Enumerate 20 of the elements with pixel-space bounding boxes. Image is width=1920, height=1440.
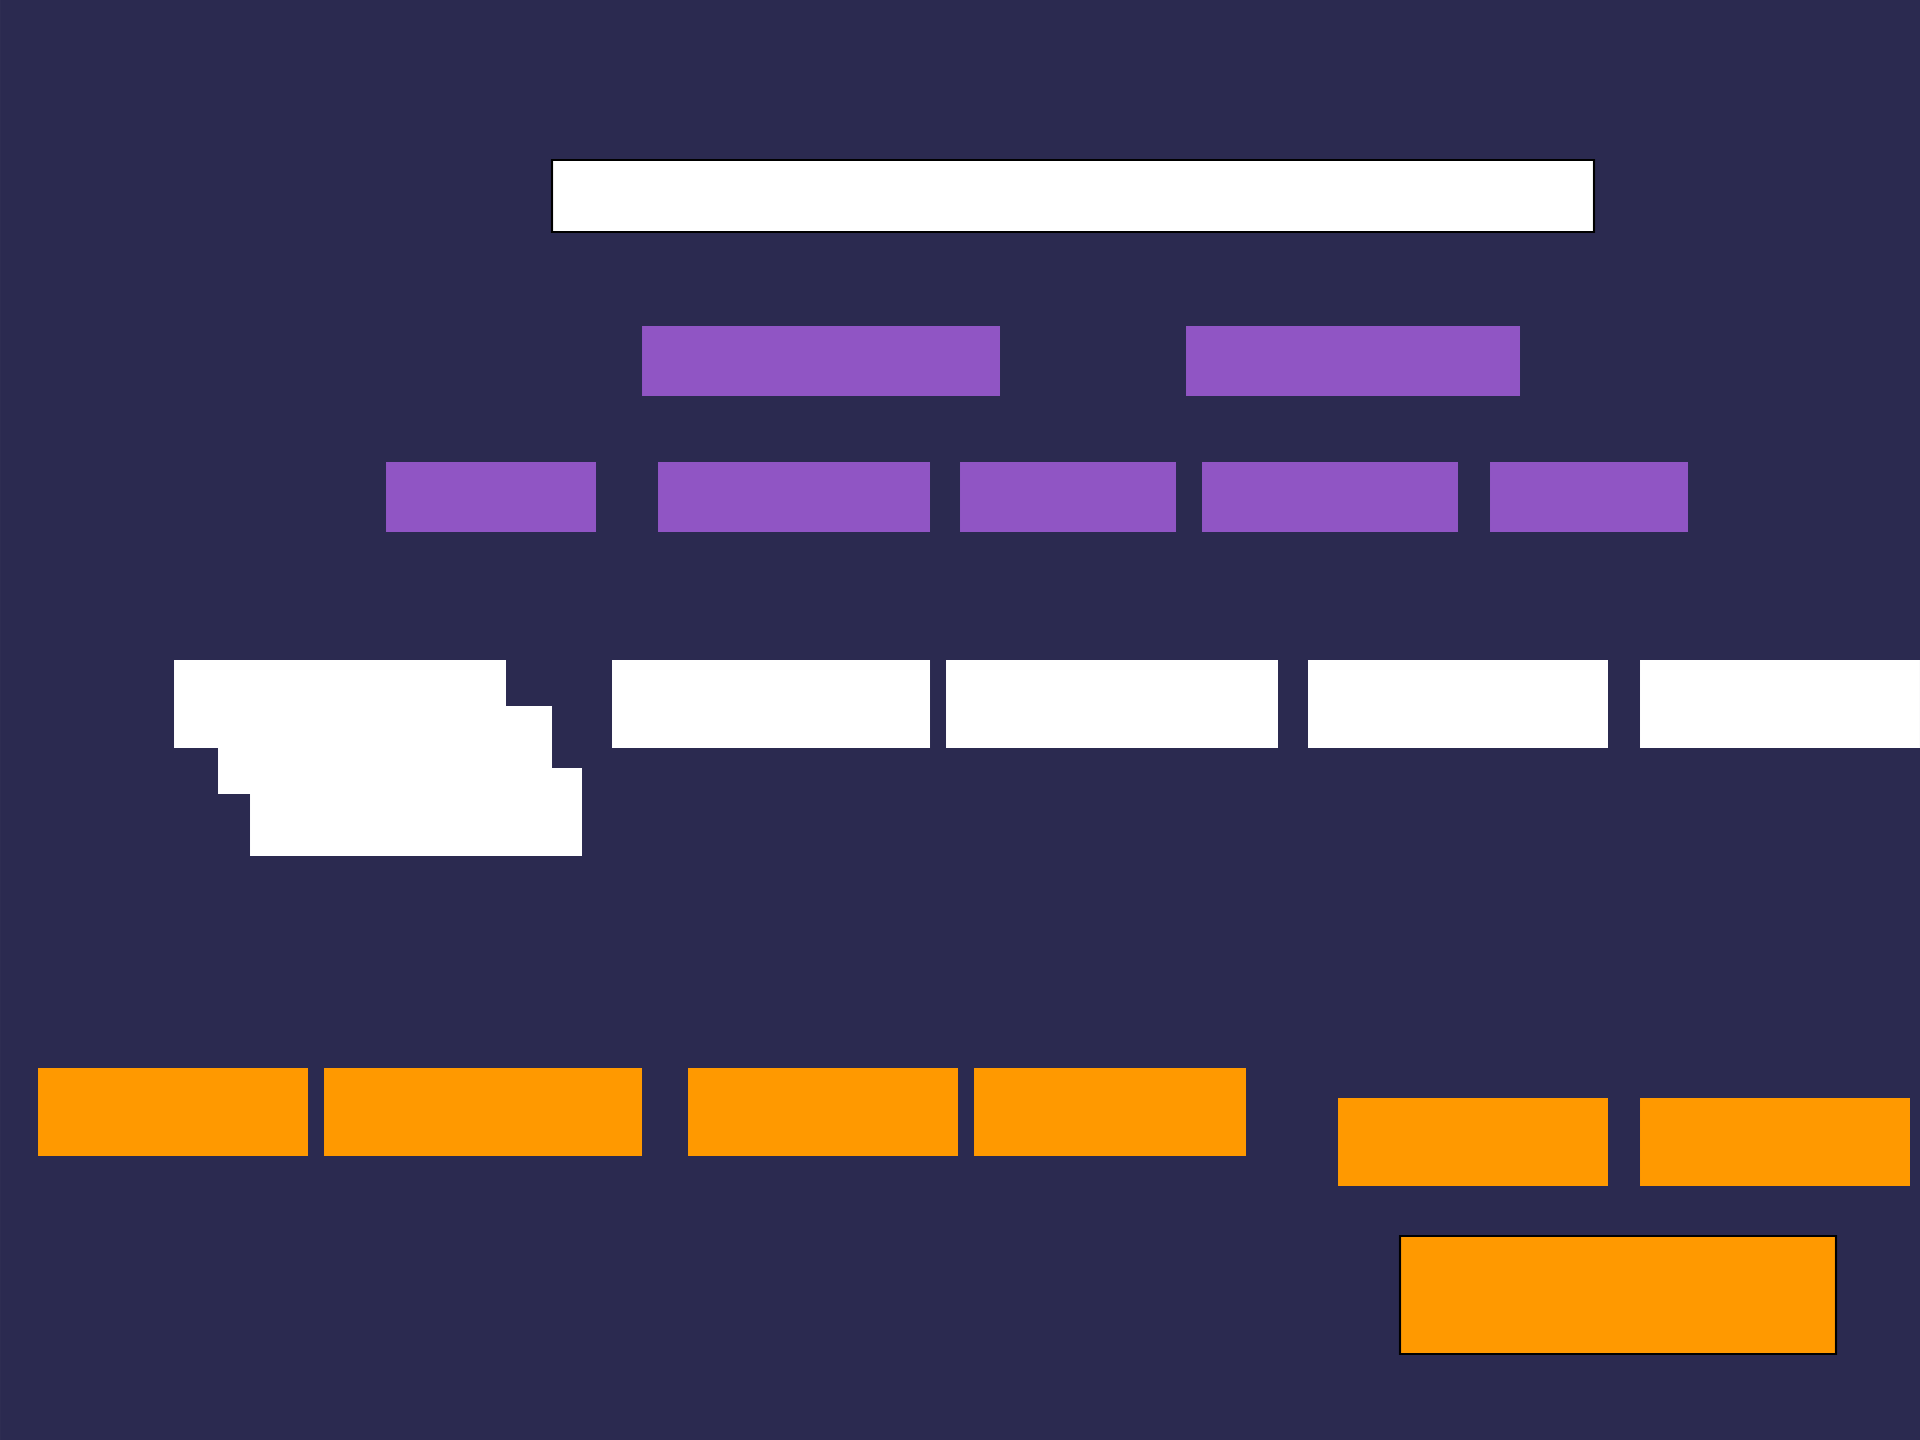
title-box: [550, 158, 1596, 234]
box: [960, 462, 1176, 532]
box: [250, 768, 582, 856]
box: [1640, 1098, 1910, 1186]
box: [38, 1068, 308, 1156]
box: [386, 462, 596, 532]
box: [1202, 462, 1458, 532]
box: [1640, 660, 1920, 748]
box: [324, 1068, 642, 1156]
box: [1186, 326, 1520, 396]
box: [658, 462, 930, 532]
box: [612, 660, 930, 748]
box: [1490, 462, 1688, 532]
box: [1398, 1234, 1838, 1356]
box: [946, 660, 1278, 748]
box: [1308, 660, 1608, 748]
box: [642, 326, 1000, 396]
box: [688, 1068, 958, 1156]
box: [1338, 1098, 1608, 1186]
box: [974, 1068, 1246, 1156]
